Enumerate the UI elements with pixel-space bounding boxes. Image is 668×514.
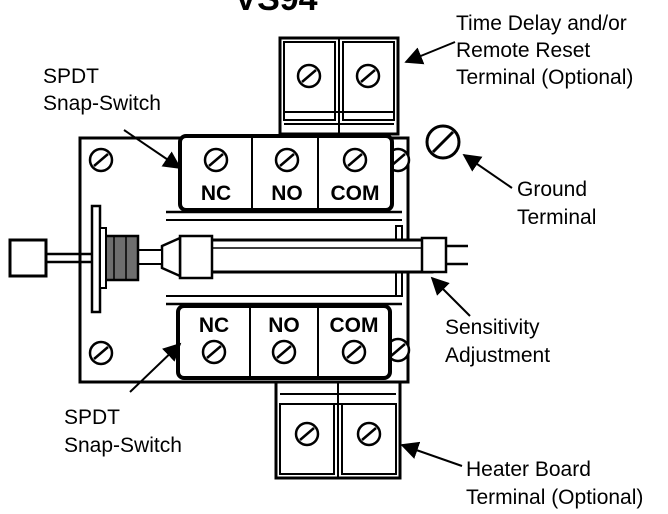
sensitivity-arrow [430,276,471,317]
label-line: Snap-Switch [43,92,161,115]
label-line: Terminal [517,206,596,229]
screw-icon [296,63,322,89]
label-time-delay: Time Delay and/or Remote Reset Terminal … [456,12,633,89]
label-line: Ground [517,178,587,201]
label-line: SPDT [64,406,120,429]
terminal-screw-icon [203,147,229,173]
terminal-screw-icon [274,147,300,173]
spdt-top-arrow [123,129,182,170]
heater-terminal-block [274,380,402,480]
sensitivity-mechanism [8,204,468,314]
label-line: Snap-Switch [64,434,182,457]
terminal-screw-icon [341,339,367,365]
terminal-label-no: NO [271,182,303,205]
label-heater: Heater Board Terminal (Optional) [466,458,643,509]
label-line: Terminal (Optional) [456,66,633,89]
terminal-label-com: COM [330,314,379,337]
label-ground: Ground Terminal [517,178,596,229]
label-line: Remote Reset [456,39,590,62]
bottom-snap-switch: NC NO COM [176,304,392,380]
heater-arrow [400,441,463,467]
label-line: SPDT [43,65,99,88]
mounting-screw-icon [88,340,114,366]
screw-icon [355,63,381,89]
time-delay-terminal-block [278,36,400,136]
label-spdt-top: SPDT Snap-Switch [43,65,161,115]
time-delay-arrow [404,41,456,65]
label-line: Sensitivity [445,316,540,339]
mounting-screw-icon [88,147,114,173]
terminal-screw-icon [342,147,368,173]
terminal-label-nc: NC [201,182,231,205]
label-line: Time Delay and/or [456,12,627,35]
label-spdt-bottom: SPDT Snap-Switch [64,406,182,457]
label-line: Heater Board [466,458,591,481]
spdt-bottom-arrow [129,342,182,393]
terminal-label-com: COM [331,182,380,205]
screw-icon [294,421,320,447]
label-line: Adjustment [445,344,550,367]
product-title: VS94 [234,0,317,18]
screw-icon [356,421,382,447]
terminal-screw-icon [201,339,227,365]
terminal-label-no: NO [268,314,300,337]
label-sensitivity: Sensitivity Adjustment [445,316,550,367]
label-line: Terminal (Optional) [466,486,643,509]
top-snap-switch: NC NO COM [178,134,394,212]
ground-terminal [425,124,461,160]
terminal-screw-icon [271,339,297,365]
terminal-label-nc: NC [199,314,229,337]
ground-arrow [462,153,513,189]
leader-arrows [123,41,513,467]
